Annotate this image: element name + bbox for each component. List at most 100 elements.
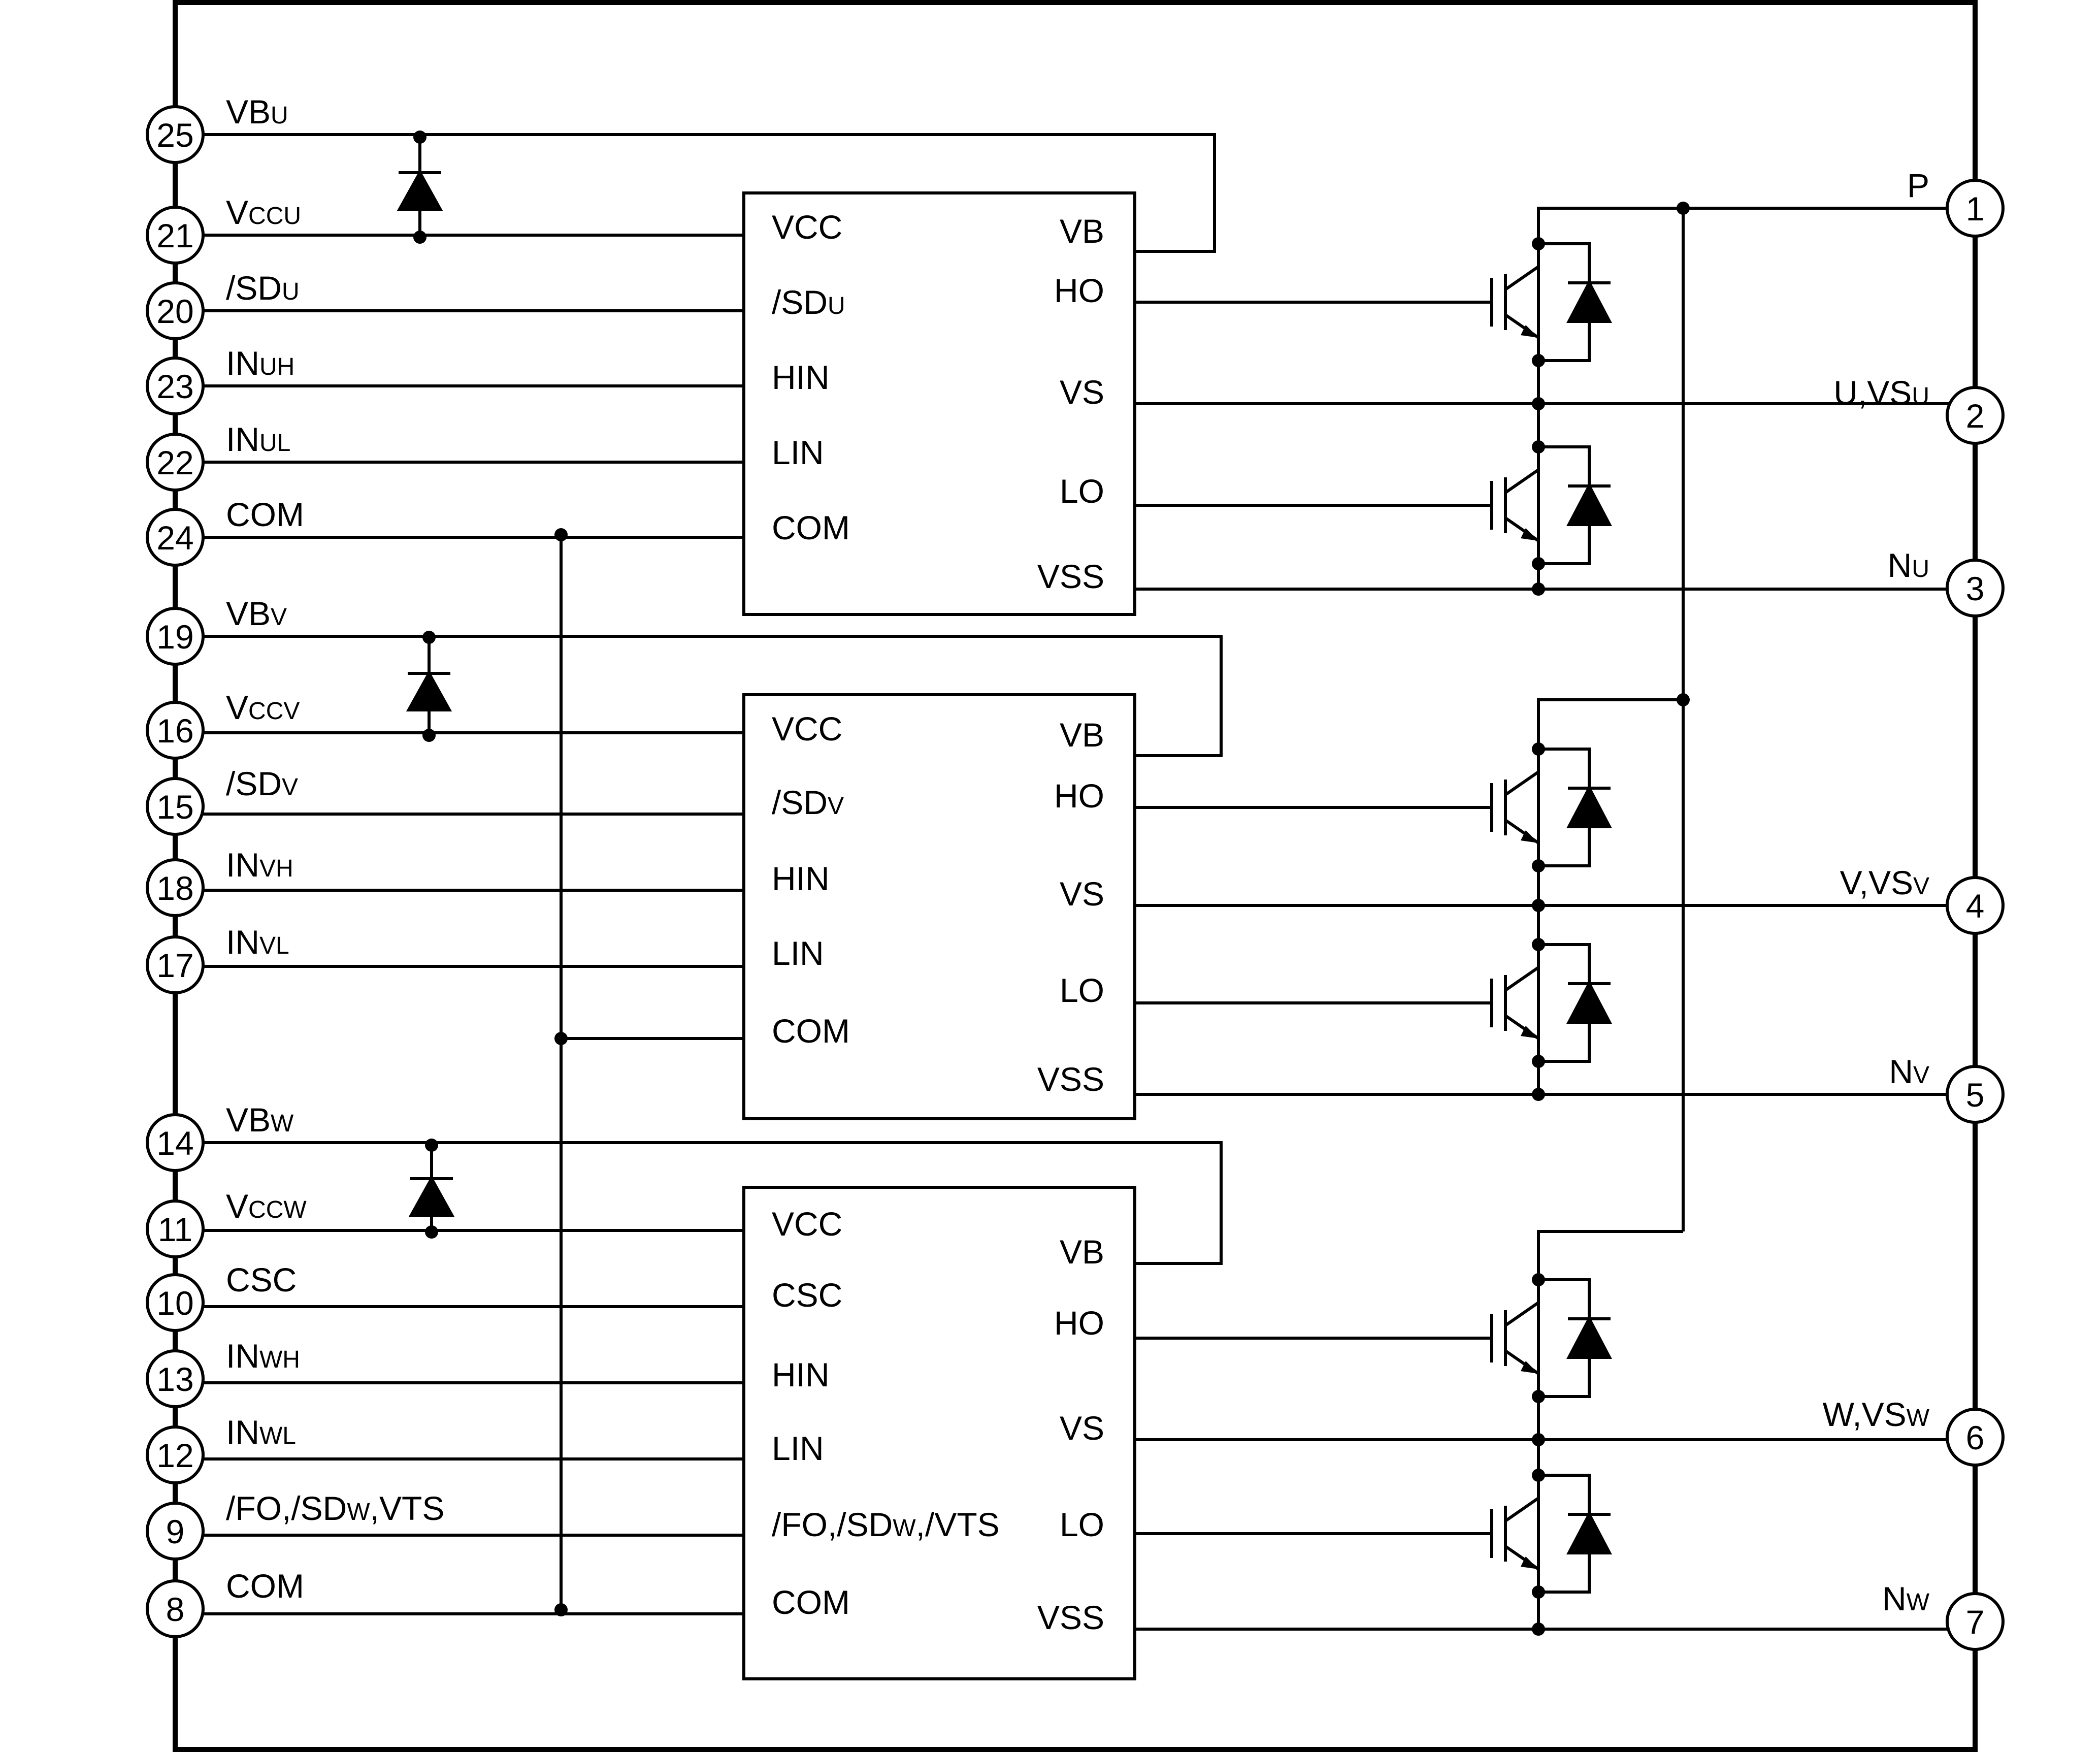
driver-output-label: HO (1054, 777, 1104, 815)
igbt-3 (1490, 742, 1612, 872)
pin-22: 22 INUL (146, 420, 290, 492)
pin-4: 4V,VSV (1840, 864, 2005, 935)
driver-output-label: LO (1060, 1506, 1104, 1543)
freewheel-diode (1566, 980, 1612, 1024)
driver-input-label: COM (772, 509, 850, 546)
pin-label: NU (1888, 546, 1929, 584)
pin-20: 20/SDU (146, 269, 300, 340)
pin-number: 12 (156, 1437, 193, 1474)
driver-input-label: /FO,/SDW,/VTS (772, 1506, 1000, 1543)
pin-number: 16 (156, 712, 193, 750)
freewheel-diode (1566, 785, 1612, 828)
pin-label: INVH (226, 846, 293, 884)
igbt-6 (1490, 1469, 1612, 1599)
pin-number: 15 (156, 788, 193, 826)
pin-number: 17 (156, 947, 193, 984)
driver-output-label: VS (1060, 1409, 1104, 1447)
igbt-2 (1490, 440, 1612, 570)
pin-number: 21 (156, 217, 193, 254)
pin-label: INUH (226, 344, 294, 382)
pin-number: 25 (156, 116, 193, 154)
pin-label: VCCW (226, 1187, 307, 1225)
pin-label: COM (226, 496, 304, 533)
pin-10: 10 CSC (146, 1261, 297, 1332)
pin-label: INWL (226, 1413, 296, 1451)
pin-18: 18 INVH (146, 846, 293, 917)
pin-3: 3 NU (1888, 546, 2005, 618)
pin-label: /SDV (226, 765, 298, 802)
pin-label: VCCV (226, 689, 300, 726)
pin-label: INUL (226, 420, 290, 458)
pin-label: INVL (226, 923, 289, 961)
pin-7: 7NW (1882, 1580, 2005, 1651)
driver-ic-w (742, 1186, 1136, 1680)
driver-output-label: LO (1060, 472, 1104, 510)
pin-9: 9/FO,/SDW,VTS (146, 1489, 444, 1561)
freewheel-diode (1566, 1315, 1612, 1359)
driver-input-label: HIN (772, 359, 830, 396)
pin-label: CSC (226, 1261, 297, 1299)
driver-output-label: VB (1060, 1233, 1104, 1271)
driver-input-label: HIN (772, 860, 830, 897)
pin-6: 6 W,VSW (1823, 1396, 2005, 1467)
pin-2: 2U,VSU (1833, 374, 2005, 445)
driver-output-label: HO (1054, 1304, 1104, 1342)
pin-number: 20 (156, 293, 193, 330)
pin-number: 8 (166, 1591, 185, 1628)
pin-number: 3 (1966, 570, 1985, 607)
igbt-5 (1490, 1273, 1612, 1403)
pin-number: 6 (1966, 1419, 1985, 1456)
pin-number: 14 (156, 1124, 193, 1162)
left-pin-column: 25VBU21VCCU20/SDU23INUH22INUL24COM19VBV1… (146, 93, 444, 1638)
driver-output-label: VSS (1037, 1060, 1104, 1098)
driver-input-label: /SDU (772, 283, 845, 321)
driver-input-label: COM (772, 1012, 850, 1050)
pin-label: NV (1889, 1053, 1929, 1090)
driver-input-label: COM (772, 1583, 850, 1621)
bootstrap-diode-v (406, 670, 452, 711)
pin-label: VBW (226, 1101, 294, 1139)
bootstrap-diodes (397, 169, 455, 1217)
pin-label: V,VSV (1840, 864, 1929, 901)
pin-number: 18 (156, 869, 193, 907)
driver-input-label: LIN (772, 1430, 824, 1467)
driver-output-label: VSS (1037, 558, 1104, 595)
pin-14: 14 VBW (146, 1101, 294, 1172)
igbt-4 (1490, 938, 1612, 1068)
bootstrap-diode-w (408, 1175, 455, 1217)
pin-12: 12 INWL (146, 1413, 296, 1484)
pin-number: 2 (1966, 397, 1985, 435)
pin-label: /SDU (226, 269, 300, 307)
driver-output-label: VB (1060, 212, 1104, 250)
pin-number: 22 (156, 444, 193, 481)
driver-output-label: LO (1060, 971, 1104, 1009)
freewheel-diode (1566, 1511, 1612, 1554)
pin-number: 9 (166, 1513, 185, 1550)
driver-input-label: VCC (772, 1205, 842, 1243)
pin-17: 17 INVL (146, 923, 289, 994)
pin-number: 10 (156, 1284, 193, 1322)
bootstrap-diode-u (397, 169, 443, 211)
pin-15: 15/SDV (146, 765, 298, 836)
pin-16: 16 VCCV (146, 689, 300, 760)
driver-input-label: LIN (772, 934, 824, 972)
pin-label: /FO,/SDW,VTS (226, 1489, 444, 1527)
driver-output-label: VS (1060, 373, 1104, 411)
driver-input-label: CSC (772, 1276, 842, 1314)
driver-output-label: VSS (1037, 1599, 1104, 1636)
pin-label: VCCU (226, 193, 301, 231)
igbt-array (1490, 237, 1612, 1636)
driver-input-label: /SDV (772, 784, 844, 821)
driver-output-label: HO (1054, 272, 1104, 309)
driver-input-label: LIN (772, 434, 824, 471)
pin-number: 11 (158, 1211, 193, 1248)
driver-pin-labels: VCC/SDUHINLINCOMVBHOVSLOVSSVCC/SDVHINLIN… (772, 208, 1104, 1636)
pin-label: W,VSW (1823, 1396, 1930, 1433)
pin-label: NW (1882, 1580, 1930, 1617)
